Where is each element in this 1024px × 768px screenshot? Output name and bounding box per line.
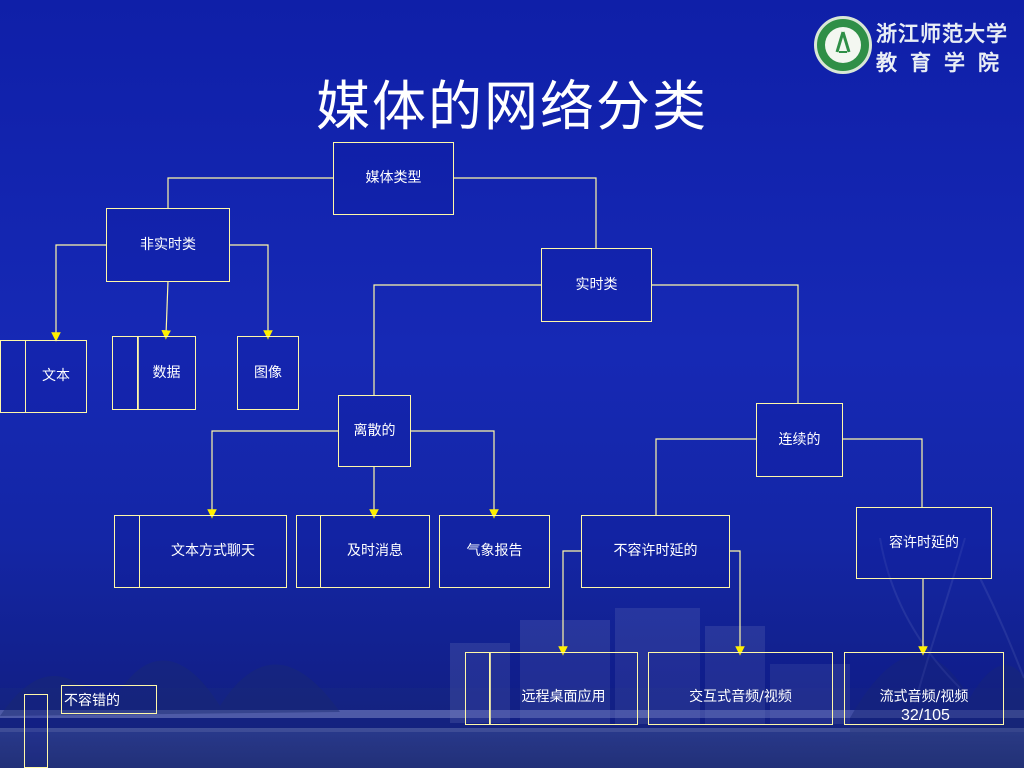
node-realtime: 实时类: [541, 248, 652, 322]
school-name-line2: 教育学院: [876, 51, 1012, 75]
node-delay-intolerant: 不容许时延的: [581, 515, 730, 588]
connector-continuous-left: [655, 438, 756, 515]
node-root: 媒体类型: [333, 142, 454, 215]
node-streaming-av: 流式音频/视频: [844, 652, 1004, 725]
node-text-tab: [0, 340, 26, 413]
node-text-chat: 文本方式聊天: [139, 515, 287, 588]
background-campus-scene: [0, 538, 1024, 768]
connector-root-right: [454, 177, 597, 248]
slide-title: 媒体的网络分类: [316, 75, 708, 138]
node-data-tab: [112, 336, 139, 410]
node-weather-report: 气象报告: [439, 515, 550, 588]
connector-nonrealtime-left: [51, 244, 106, 342]
connector-discrete-left: [207, 430, 338, 519]
node-text: 文本: [25, 340, 87, 413]
background-water: [0, 728, 1024, 768]
connector-realtime-left: [373, 284, 541, 395]
node-delay-tolerant: 容许时延的: [856, 507, 992, 579]
node-remote-desktop: 远程桌面应用: [489, 652, 638, 725]
node-data: 数据: [137, 336, 196, 410]
note-box-no-error: 不容错的: [61, 685, 157, 714]
connector-continuous-right: [842, 438, 923, 507]
connector-delay-intolerant-left: [558, 550, 581, 656]
school-name-line1: 浙江师范大学: [876, 22, 1008, 46]
node-discrete: 离散的: [338, 395, 411, 467]
connector-lines: [51, 177, 928, 656]
connector-nonrealtime-middle: [161, 280, 171, 340]
node-instant-message-tab: [296, 515, 321, 588]
connector-root-left: [167, 177, 333, 208]
note-box-left-tab: [24, 694, 48, 768]
page-number: 32/105: [901, 707, 950, 724]
connector-discrete-right: [410, 430, 499, 519]
node-continuous: 连续的: [756, 403, 843, 477]
school-emblem-icon: [835, 31, 851, 53]
connector-realtime-right: [651, 284, 799, 403]
node-text-chat-tab: [114, 515, 140, 588]
connector-nonrealtime-right: [229, 244, 273, 340]
node-interactive-av: 交互式音频/视频: [648, 652, 833, 725]
node-non-realtime: 非实时类: [106, 208, 230, 282]
node-image: 图像: [237, 336, 299, 410]
node-remote-desktop-tab: [465, 652, 491, 725]
school-logo: 浙江师范大学 教育学院: [814, 16, 1010, 78]
node-instant-message: 及时消息: [320, 515, 430, 588]
connector-delay-intolerant-right: [729, 550, 745, 656]
school-seal-icon: [814, 16, 872, 74]
